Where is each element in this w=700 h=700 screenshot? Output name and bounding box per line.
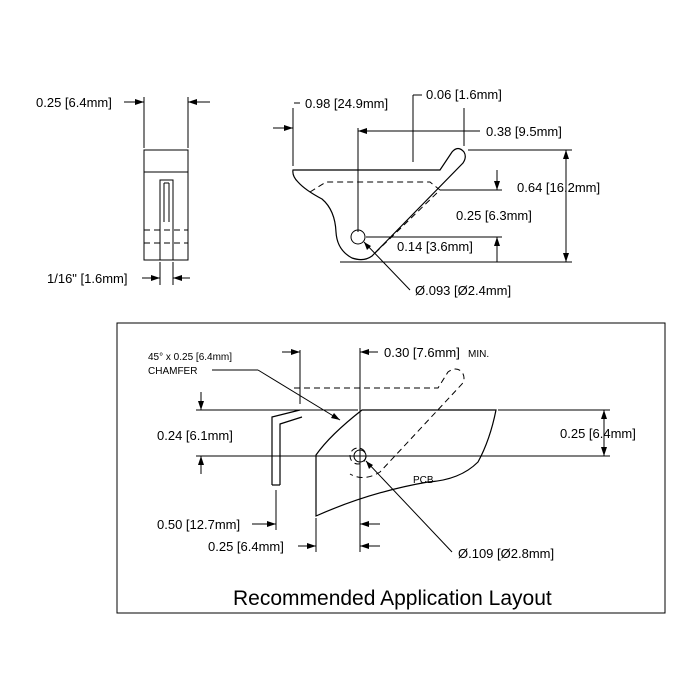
left-height-dim-label: 0.24 [6.1mm] [157, 428, 233, 443]
application-layout-panel: PCB 45° x 0.25 [6.4mm] CHAMFER 0.30 [7.6… [116, 322, 666, 614]
side-view: 0.98 [24.9mm] 0.06 [1.6mm] 0.38 [9.5mm] … [273, 87, 600, 298]
arrowhead [173, 275, 182, 281]
side-view-hole [350, 229, 366, 245]
min-dim-label: 0.30 [7.6mm] [384, 345, 460, 360]
tip-dim-label: 0.06 [1.6mm] [426, 87, 502, 102]
arrowhead [331, 413, 340, 420]
pcb-label: PCB [413, 475, 434, 486]
offset-dim-label: 0.38 [9.5mm] [486, 124, 562, 139]
arrowhead [198, 401, 204, 410]
application-layout-border [116, 322, 666, 614]
side-view-hidden-line [309, 181, 441, 257]
arrowhead [198, 456, 204, 465]
height-dim-label: 0.64 [16.2mm] [517, 180, 600, 195]
length-dim-label: 0.98 [24.9mm] [305, 96, 388, 111]
arrowhead [307, 543, 316, 549]
right-height-dim-label: 0.25 [6.4mm] [560, 426, 636, 441]
width-dim-label: 0.25 [6.4mm] [36, 95, 112, 110]
arrowhead [563, 253, 569, 262]
chamfer-leader [257, 369, 341, 421]
chamfer-label-line1: 45° x 0.25 [6.4mm] [148, 352, 232, 363]
hole-dia-label: Ø.093 [Ø2.4mm] [415, 283, 511, 298]
pcb-hole-leader [365, 460, 453, 553]
arrowhead [601, 447, 607, 456]
arrowhead [601, 410, 607, 419]
thickness-dim-label: 1/16" [1.6mm] [47, 271, 127, 286]
pcb-hole-dia-label: Ø.109 [Ø2.8mm] [458, 546, 554, 561]
bottom-dim-1-label: 0.50 [12.7mm] [157, 517, 240, 532]
arrowhead [494, 181, 500, 190]
side-view-outline [292, 147, 466, 261]
phantom-part-outline [294, 368, 465, 478]
hole-height-dim-label: 0.14 [3.6mm] [397, 239, 473, 254]
bottom-dim-2-label: 0.25 [6.4mm] [208, 539, 284, 554]
arrowhead [360, 349, 369, 355]
arrowhead [366, 461, 373, 469]
mid-dim-label: 0.25 [6.3mm] [456, 208, 532, 223]
hole-dia-leader [363, 241, 411, 291]
arrowhead [360, 543, 369, 549]
arrowhead [360, 521, 369, 527]
chamfer-label-line2: CHAMFER [148, 366, 197, 377]
arrowhead [135, 99, 144, 105]
arrowhead [188, 99, 197, 105]
end-view: 0.25 [6.4mm] 1/16" [1.6mm] [36, 95, 210, 286]
min-suffix-label: MIN. [468, 349, 489, 360]
bracket-profile [271, 409, 303, 485]
arrowhead [267, 521, 276, 527]
arrowhead [151, 275, 160, 281]
pcb-outline [315, 409, 497, 517]
arrowhead [284, 125, 293, 131]
arrowhead [358, 128, 367, 134]
arrowhead [364, 242, 371, 250]
end-view-outline [143, 149, 189, 261]
arrowhead [291, 349, 300, 355]
arrowhead [494, 237, 500, 246]
application-layout-title: Recommended Application Layout [233, 587, 552, 610]
arrowhead [563, 150, 569, 159]
end-view-slot [159, 179, 174, 260]
